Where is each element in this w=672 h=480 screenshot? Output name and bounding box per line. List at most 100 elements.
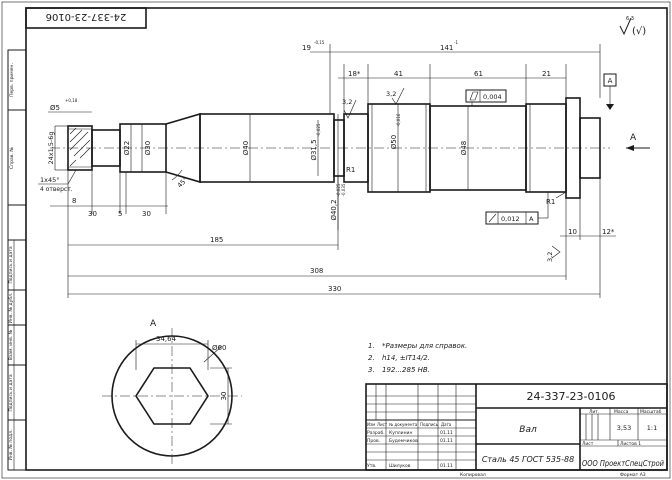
material: Сталь 45 ГОСТ 535-88 — [482, 455, 574, 464]
dim-61: 61 — [474, 70, 483, 78]
rough-32-b: 3,2 — [386, 90, 396, 98]
rough-32-c: 3,2 — [546, 252, 554, 262]
tb-header-sign: Подпись — [420, 422, 439, 427]
runout-value: 0,012 — [501, 215, 520, 223]
dim-d402-tol-b: -0,035 — [341, 183, 346, 196]
dim-d5: Ø5 — [50, 104, 60, 112]
datum-label: A — [608, 77, 613, 85]
tb-name-3: Шилуков — [389, 463, 411, 469]
dim-21: 21 — [542, 70, 551, 78]
tb-role-3: Утв. — [367, 463, 376, 469]
strip-label-7: Инв. № подл. — [8, 429, 14, 460]
tb-role-1: Разраб. — [367, 430, 385, 436]
part-name: Вал — [519, 425, 537, 435]
dim-5: 5 — [118, 210, 122, 218]
footer-format: Формат А3 — [620, 472, 646, 478]
section-height: 30 — [220, 392, 228, 401]
strip-label-3: Подпись и дата — [8, 246, 14, 284]
note-3: 3.192...285 НВ. — [368, 366, 430, 374]
tb-role-2: Пров. — [367, 438, 380, 444]
hexagon — [135, 367, 209, 425]
strip-label-6: Подпись и дата — [8, 374, 14, 412]
strip-label-4: Инв. № дубл. — [8, 293, 14, 324]
technical-notes: 1.*Размеры для справок. 2.h14, ±IT14/2. … — [368, 340, 467, 376]
tb-date-1: 01.11 — [440, 430, 453, 436]
tb-header-izm: Изм — [367, 422, 375, 427]
bottom-dimensions: 8 30 5 30 185 308 330 10 12* 0,012 A — [50, 170, 616, 298]
dim-30-a: 30 — [88, 210, 97, 218]
dim-d315: Ø31,5 — [310, 139, 318, 160]
tb-date-2: 01.11 — [440, 438, 453, 444]
strip-label-1: Перв. примен. — [9, 63, 15, 97]
left-strip: Перв. примен. Справ. № Подпись и дата Ин… — [7, 49, 27, 471]
thread-hatch — [69, 127, 91, 167]
dim-41: 41 — [394, 70, 403, 78]
runout-datum: A — [529, 215, 534, 223]
note-2: 2.h14, ±IT14/2. — [368, 354, 430, 362]
sheets-label: Листов 1 — [620, 441, 641, 447]
dim-141: 141 — [440, 44, 453, 52]
dim-d402: Ø40,2 — [330, 199, 338, 220]
roughness-suffix: (√) — [632, 26, 646, 37]
scale-label: Масштаб — [640, 409, 662, 415]
title-block: Изм Лист № документа Подпись Дата Разраб… — [365, 383, 668, 471]
dim-10: 10 — [568, 228, 577, 236]
datum-triangle — [606, 104, 614, 110]
mirrored-number-box: 24-337-23-0106 — [25, 7, 147, 29]
footer-copied: Копировал — [460, 472, 486, 478]
roughness-symbol: 6,3 (√) — [619, 16, 646, 37]
scale-value: 1:1 — [647, 424, 657, 432]
dim-d402-tol-a: -0,025 — [336, 183, 341, 196]
dim-12: 12* — [602, 228, 615, 236]
diameter-lines — [130, 104, 469, 230]
dim-185: 185 — [210, 236, 223, 244]
dim-d22: Ø22 — [123, 141, 131, 155]
dim-308: 308 — [310, 267, 323, 275]
dim-r1-a: R1 — [346, 166, 355, 174]
mass-label: Масса — [614, 409, 629, 415]
dim-330: 330 — [328, 285, 341, 293]
dim-19: 19 — [302, 44, 311, 52]
dim-19-tol: -0,15 — [314, 40, 325, 45]
dim-d40: Ø40 — [242, 141, 250, 155]
rough-32-a: 3,2 — [342, 98, 352, 106]
organization: ООО ПроектСпецСтрой — [582, 459, 664, 468]
strip-label-2: Справ. № — [9, 147, 15, 169]
section-width: 34,64 — [156, 335, 177, 343]
top-dimensions: 19 -0,15 141 -1 18* 41 61 21 A 0,004 A — [302, 40, 650, 151]
dim-d50-tol: -0,016 — [396, 113, 401, 126]
dim-thread: 24х1,5-6g — [47, 131, 55, 164]
tb-date-3: 01.11 — [440, 463, 453, 469]
dim-d50: Ø50 — [390, 135, 398, 149]
note-1: 1.*Размеры для справок. — [368, 342, 468, 350]
drawing-number: 24-337-23-0106 — [527, 390, 616, 403]
tb-header-date: Дата — [441, 422, 452, 427]
strip-label-5: Взам. инв. № — [8, 329, 14, 360]
roughness-value: 6,3 — [626, 16, 634, 22]
dim-d30: Ø30 — [144, 141, 152, 155]
mirrored-drawing-number: 24-337-23-0106 — [46, 11, 127, 22]
step-30 — [119, 123, 167, 173]
dim-chamfer-holes: 4 отверст. — [40, 186, 73, 193]
tb-name-2: Будемчиков — [389, 438, 418, 444]
dim-r1-b: R1 — [546, 198, 555, 206]
view-arrow — [626, 145, 634, 151]
view-arrow-label: A — [630, 133, 637, 143]
dim-141-tol: -1 — [454, 40, 458, 45]
tb-header-doc: № документа — [389, 422, 418, 427]
mass-value: 3,53 — [617, 424, 631, 432]
cylindricity-value: 0,004 — [483, 93, 502, 101]
dim-18: 18* — [348, 70, 361, 78]
dim-d315-tol: -0,025 — [316, 123, 321, 136]
sheet-label: Лист — [582, 441, 594, 447]
section-view: A 34,64 30 Ø60 — [102, 319, 242, 464]
tb-header-list: Лист — [377, 422, 388, 427]
dim-chamfer: 1х45° — [40, 176, 60, 184]
end-stub — [579, 117, 601, 179]
section-label: A — [150, 319, 157, 329]
dim-d48: Ø48 — [460, 141, 468, 155]
tb-name-1: Куплинин — [389, 430, 412, 436]
lit-label: Лит. — [589, 409, 599, 415]
